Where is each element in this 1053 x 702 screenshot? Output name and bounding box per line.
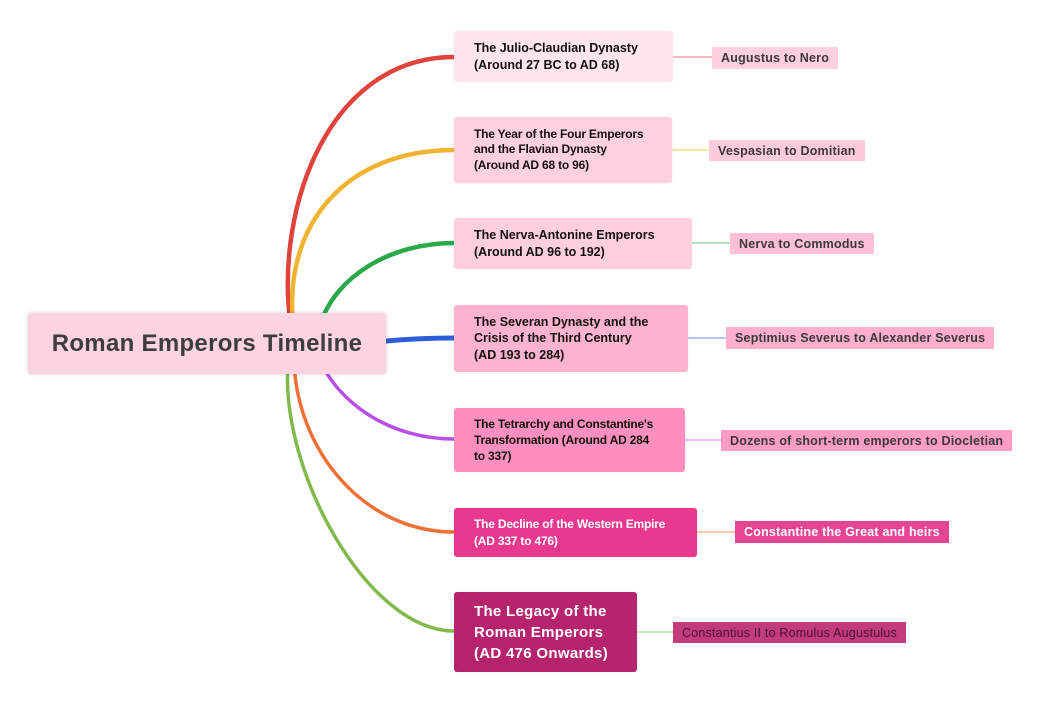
branch-line-3 [383,335,457,344]
branch-line-1 [289,147,457,325]
topic-line: The Tetrarchy and Constantine's [474,417,654,431]
topic-line: Crisis of the Third Century [474,331,632,346]
branch-line-6 [285,362,456,633]
topic-line: The Year of the Four Emperors [474,126,644,141]
topic-line: (AD 193 to 284) [474,347,565,362]
root-label: Roman Emperors Timeline [51,329,363,357]
topic-western-decline[interactable]: The Decline of the Western Empire (AD 337… [454,508,697,557]
topic-line: to 337) [474,449,512,463]
leaf-label: Vespasian to Domitian [718,143,856,158]
leaf-label: Constantius II to Romulus Augustulus [682,625,897,640]
leaf-label: Augustus to Nero [721,51,830,65]
topic-line: Transformation (Around AD 284 [474,433,650,447]
topic-line: (AD 337 to 476) [474,533,558,548]
topic-line: The Julio-Claudian Dynasty [474,41,638,55]
leaf-label: Constantine the Great and heirs [744,525,940,539]
branch-line-5 [292,358,456,534]
topic-line: (Around AD 68 to 96) [474,157,589,172]
leaf-constantine-and-heirs[interactable]: Constantine the Great and heirs [735,521,949,543]
branch-line-0 [285,54,457,323]
topic-line: The Legacy of the [474,602,607,620]
topic-line: The Severan Dynasty and the [474,314,649,329]
leaf-label: Septimius Severus to Alexander Severus [735,331,986,345]
leaf-vespasian-to-domitian[interactable]: Vespasian to Domitian [709,140,865,161]
topic-line: The Nerva-Antonine Emperors [474,228,655,242]
topic-julio-claudian[interactable]: The Julio-Claudian Dynasty (Around 27 BC … [454,31,673,82]
topic-line: Roman Emperors [474,623,604,641]
leaf-label: Dozens of short-term emperors to Dioclet… [730,433,1004,448]
topic-line: The Decline of the Western Empire [474,517,666,531]
topic-line: and the Flavian Dynasty [474,142,607,157]
leaf-augustus-to-nero[interactable]: Augustus to Nero [712,47,839,69]
branch-line-2 [317,240,457,328]
topic-line: (Around 27 BC to AD 68) [474,57,620,72]
leaf-septimius-to-alexander[interactable]: Septimius Severus to Alexander Severus [726,327,995,349]
topic-line: (Around AD 96 to 192) [474,244,605,259]
root-node[interactable]: Roman Emperors Timeline [28,313,386,374]
leaf-nerva-to-commodus[interactable]: Nerva to Commodus [730,233,874,254]
leaf-label: Nerva to Commodus [739,236,865,251]
topic-nerva-antonine[interactable]: The Nerva-Antonine Emperors (Around AD 96… [454,218,692,269]
leaf-short-term-to-diocletian[interactable]: Dozens of short-term emperors to Dioclet… [721,430,1013,451]
topic-line: (AD 476 Onwards) [474,644,608,662]
leaf-constantius-to-romulus[interactable]: Constantius II to Romulus Augustulus [673,622,906,643]
